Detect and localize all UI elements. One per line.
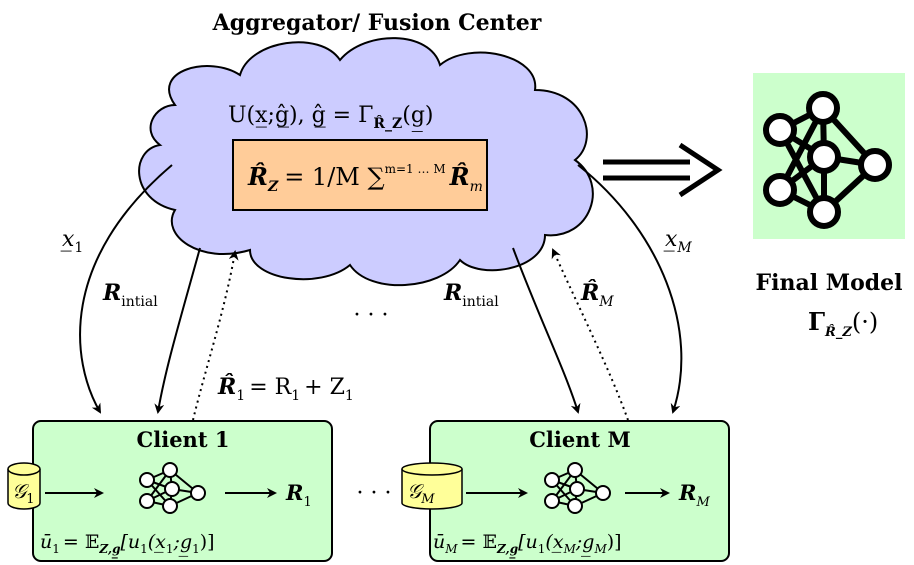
arrow-r-initial-right [512, 247, 581, 414]
between-clients-dots: · · · [357, 481, 392, 506]
label-x1: x̲1 [61, 227, 84, 256]
label-xM: x̲M [664, 227, 693, 256]
arrow-xM [577, 164, 683, 414]
utility-expression: U(x̲;ĝ̲), ĝ̲ = ΓR̂_Z(g̲) [228, 103, 433, 132]
final-model-label: Final Model [755, 270, 902, 296]
client-1-data-icon [7, 462, 41, 510]
client-m-data-label: 𝒢M [407, 479, 435, 507]
client-1-title: Client 1 [137, 427, 230, 452]
aggregate-box [232, 139, 488, 211]
double-arrow-to-final-model [603, 142, 723, 198]
client-m-output: RM [678, 480, 710, 510]
client-m-utility: ūM= 𝔼Z,g̲[u1(x̲M;g̲M)] [433, 531, 622, 560]
client-1-network-icon [139, 462, 206, 514]
client-1-box: Client 1 𝒢1 R1 ū1= 𝔼Z,g̲[u1(x̲1;g̲1)] [7, 420, 333, 562]
client-1-utility: ū1= 𝔼Z,g̲[u1(x̲1;g̲1)] [40, 531, 215, 560]
client-m-network-icon [544, 462, 611, 514]
arrow-r-initial-left [154, 247, 201, 414]
arrow-rM-upload [551, 248, 629, 421]
arrow-x1 [79, 164, 173, 414]
arrow-r1-upload [192, 250, 239, 421]
client-1-output: R1 [285, 480, 312, 510]
final-model-network-icon [763, 91, 892, 229]
connection-arrows [79, 164, 683, 421]
client-m-data-icon [401, 462, 463, 510]
label-rM-upload: R̂M [580, 280, 614, 310]
client-m-title: Client M [529, 427, 631, 452]
label-r-initial-left: Rintial [102, 280, 158, 310]
label-r1-upload: R̂1= R1+ Z1 [217, 374, 354, 404]
diagram-title: Aggregator/ Fusion Center [212, 10, 542, 36]
client-1-data-label: 𝒢1 [12, 479, 35, 507]
middle-dots: · · · [354, 303, 389, 328]
label-r-initial-right: Rintial [443, 280, 499, 310]
final-model-expression: ΓR̂_Z(·) [808, 307, 878, 340]
client-m-box: Client M 𝒢M RM ūM= 𝔼Z,g̲[u1(x̲M;g̲M)] [401, 420, 730, 562]
